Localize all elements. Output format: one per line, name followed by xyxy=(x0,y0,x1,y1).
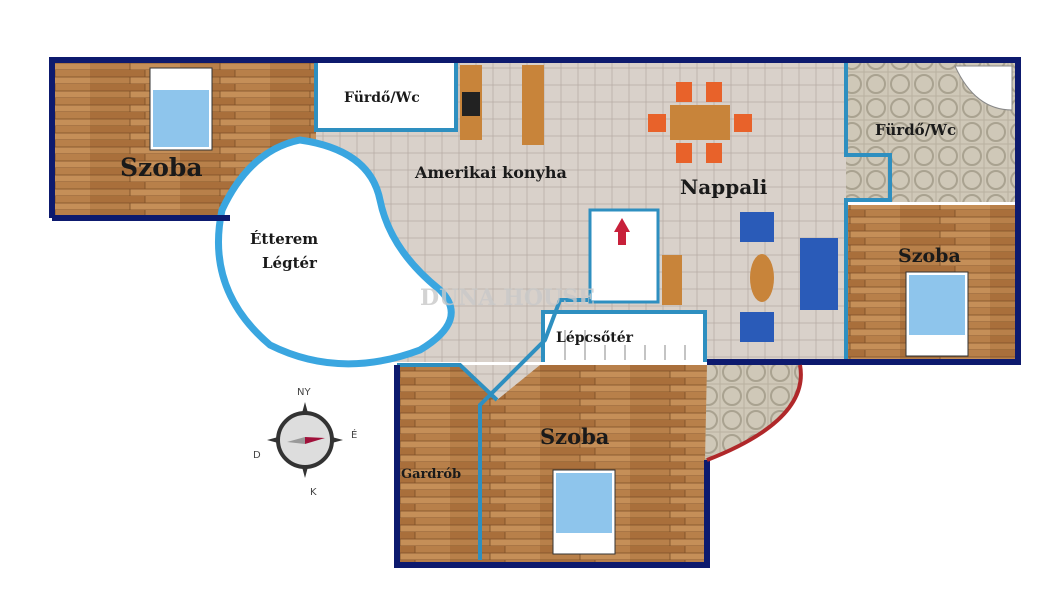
room-label-furdo-ne: Fürdő/Wc xyxy=(875,121,956,139)
watermark: DUNA HOUSE xyxy=(420,285,595,311)
bed-e xyxy=(905,271,969,357)
room-label-etterem: Étterem xyxy=(250,230,318,248)
room-label-legter: Légtér xyxy=(262,254,318,272)
room-label-szoba-s: Szoba xyxy=(540,424,610,449)
room-label-kitchen: Amerikai konyha xyxy=(414,163,567,182)
stairs-up-arrow-icon xyxy=(614,218,630,245)
room-label-gardrob: Gardrób xyxy=(401,467,461,482)
kitchen-island xyxy=(522,65,544,145)
room-label-szoba-nw: Szoba xyxy=(120,153,203,182)
compass-icon: NY É K D xyxy=(253,387,357,498)
room-label-stairwell: Lépcsőtér xyxy=(556,330,634,346)
coffee-table xyxy=(750,254,774,302)
room-label-szoba-e: Szoba xyxy=(898,245,961,267)
szoba-s-floor xyxy=(397,365,707,565)
dining-table xyxy=(648,82,752,163)
shelf xyxy=(662,255,682,305)
inner-walls xyxy=(314,62,892,560)
svg-text:NY: NY xyxy=(297,387,311,398)
room-label-living: Nappali xyxy=(680,175,768,199)
svg-text:D: D xyxy=(253,450,261,461)
bed-s xyxy=(552,469,616,555)
bed-nw xyxy=(149,67,213,151)
bath-small-floor xyxy=(316,62,456,130)
etterem-airspace xyxy=(215,136,455,368)
balcony-floor xyxy=(705,365,801,460)
outer-walls xyxy=(49,57,1021,568)
svg-text:K: K xyxy=(310,487,317,498)
svg-text:É: É xyxy=(351,428,357,441)
living-sofa-set xyxy=(740,212,838,342)
room-label-furdo-small: Fürdő/Wc xyxy=(344,90,420,106)
corner-bathtub xyxy=(954,65,1013,111)
balcony-rail xyxy=(706,364,803,462)
stove-icon xyxy=(462,92,480,116)
